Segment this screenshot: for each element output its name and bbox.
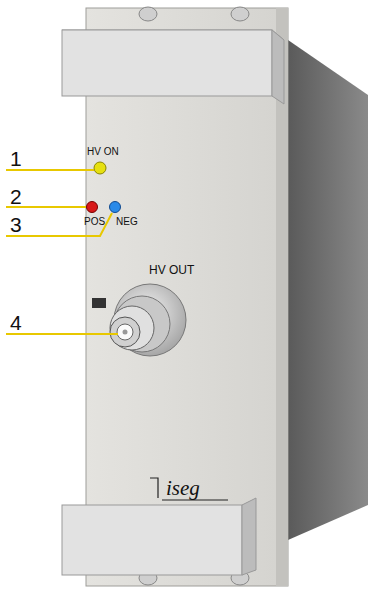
bottom-handle [62, 498, 256, 575]
led-label: POS [84, 217, 105, 227]
hv-on-led [94, 162, 106, 174]
module-side [288, 40, 368, 540]
led-label: NEG [116, 217, 138, 227]
led-label: HV ON [87, 147, 119, 157]
logo-text: iseg [166, 478, 200, 499]
bnc-connector [92, 284, 186, 356]
top-handle [62, 30, 284, 104]
callout-number: 3 [10, 214, 22, 235]
pos-led [87, 202, 98, 213]
logo-mark [150, 478, 158, 498]
callout-number: 4 [10, 312, 22, 333]
connector-label: HV OUT [149, 264, 194, 276]
logo-underline [162, 499, 228, 500]
callout-number: 1 [10, 148, 22, 169]
callout-number: 2 [10, 186, 22, 207]
neg-led [110, 202, 121, 213]
leader-lines [6, 170, 118, 334]
